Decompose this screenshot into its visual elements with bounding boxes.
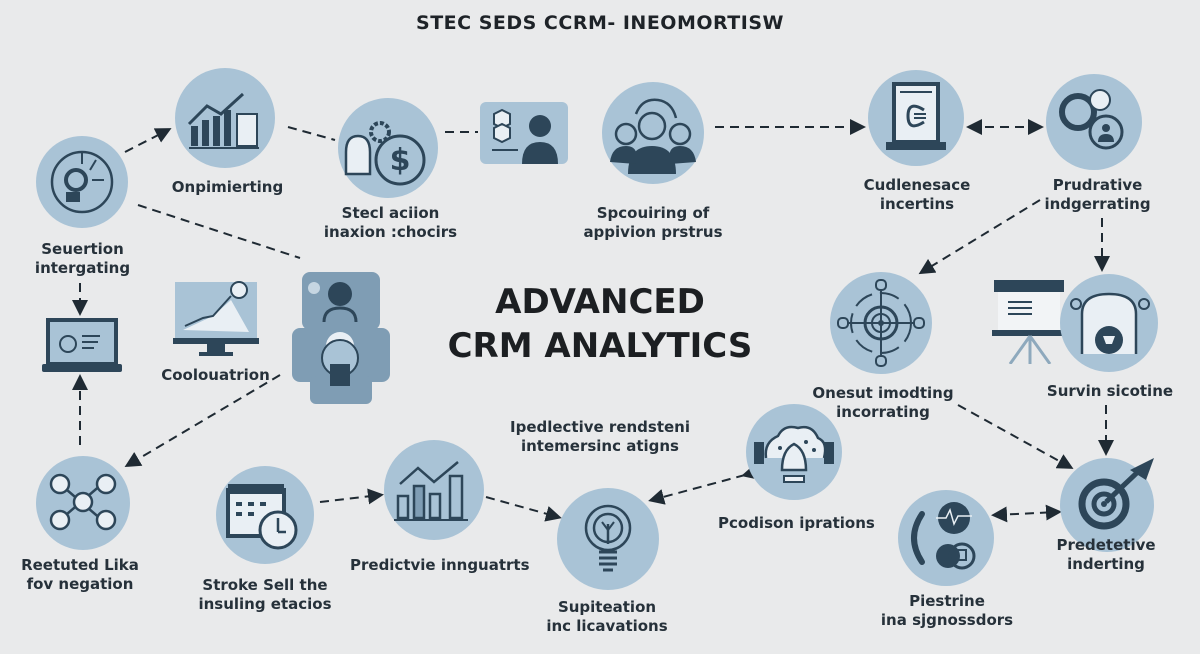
node-label-line2: fov negation [26, 575, 134, 593]
lightbulb-network-icon [36, 136, 128, 228]
brain-cloud-icon [746, 404, 842, 500]
node-label-line2: intergating [34, 259, 131, 277]
node-label-line2: inc licavations [546, 617, 668, 635]
main-title-line2: CRM ANALYTICS [447, 326, 753, 366]
node-label-line1: Prudrative [1052, 176, 1143, 194]
trends-label-line2: intemersinc atigns [520, 437, 679, 455]
laptop-icon [42, 318, 122, 376]
node-label-line1: Cudlenesace [863, 176, 971, 194]
node-label-line1: Onpimierting [171, 178, 284, 196]
monitor-chart-icon [173, 280, 259, 360]
target-network-icon [830, 272, 932, 374]
pulse-chart-icon [898, 490, 994, 586]
node-label-line2: appivion prstrus [583, 223, 723, 241]
node-label-line1: Stroke Sell the [202, 576, 328, 594]
node-label-line1: Predetetive [1056, 536, 1156, 554]
user-circles-icon [1046, 74, 1142, 170]
trends-label: Ipedlective rendsteni intemersinc atigns [505, 418, 695, 456]
node-label-line1: Coolouatrion [161, 366, 270, 384]
header-title: STEC SEDS CCRM- INEOMORTISW [416, 12, 784, 34]
profile-card-icon [480, 102, 568, 164]
node-label-line1: Supiteation [557, 598, 657, 616]
tablet-document-icon [868, 70, 964, 166]
node-label-line1: Reetuted Lika [21, 556, 139, 574]
trends-label-line1: Ipedlective rendsteni [510, 418, 690, 436]
node-label-line2: indgerrating [1044, 195, 1151, 213]
node-label-line2: inderting [1067, 555, 1145, 573]
target-arrow-icon [1060, 458, 1154, 552]
bar-chart-line-icon [384, 440, 484, 540]
node-label-line1: Spcouiring of [596, 204, 710, 222]
network-nodes-icon [36, 456, 130, 550]
node-label-line1: Piestrine [909, 592, 985, 610]
node-label-line1: Stecl aciion [341, 204, 440, 222]
person-gear-dollar-icon: $ [338, 98, 438, 198]
svg-text:$: $ [390, 143, 411, 178]
people-stack-icon [292, 272, 390, 404]
node-label-line1: Predictvie innguatrts [350, 556, 530, 574]
node-label-line2: ina sjgnossdors [880, 611, 1014, 629]
presentation-board-icon [992, 280, 1068, 365]
main-title-line1: ADVANCED [495, 282, 705, 322]
robot-icon [1060, 274, 1158, 372]
node-label-line1: Onesut imodting [812, 384, 954, 402]
node-label-line2: insuling etacios [198, 595, 332, 613]
node-label-line1: Seuertion [41, 240, 124, 258]
node-label-line1: Pcodison iprations [718, 514, 875, 532]
main-title: ADVANCED CRM ANALYTICS [420, 280, 780, 368]
lightbulb-icon [557, 488, 659, 590]
node-label-line2: incertins [879, 195, 955, 213]
node-label-line2: inaxion :chocirs [323, 223, 458, 241]
node-label-line1: Survin sicotine [1046, 382, 1174, 400]
calendar-clock-icon [216, 466, 314, 564]
people-group-icon [602, 82, 704, 184]
node-label-line2: incorrating [836, 403, 930, 421]
bar-chart-trend-icon [175, 68, 275, 168]
